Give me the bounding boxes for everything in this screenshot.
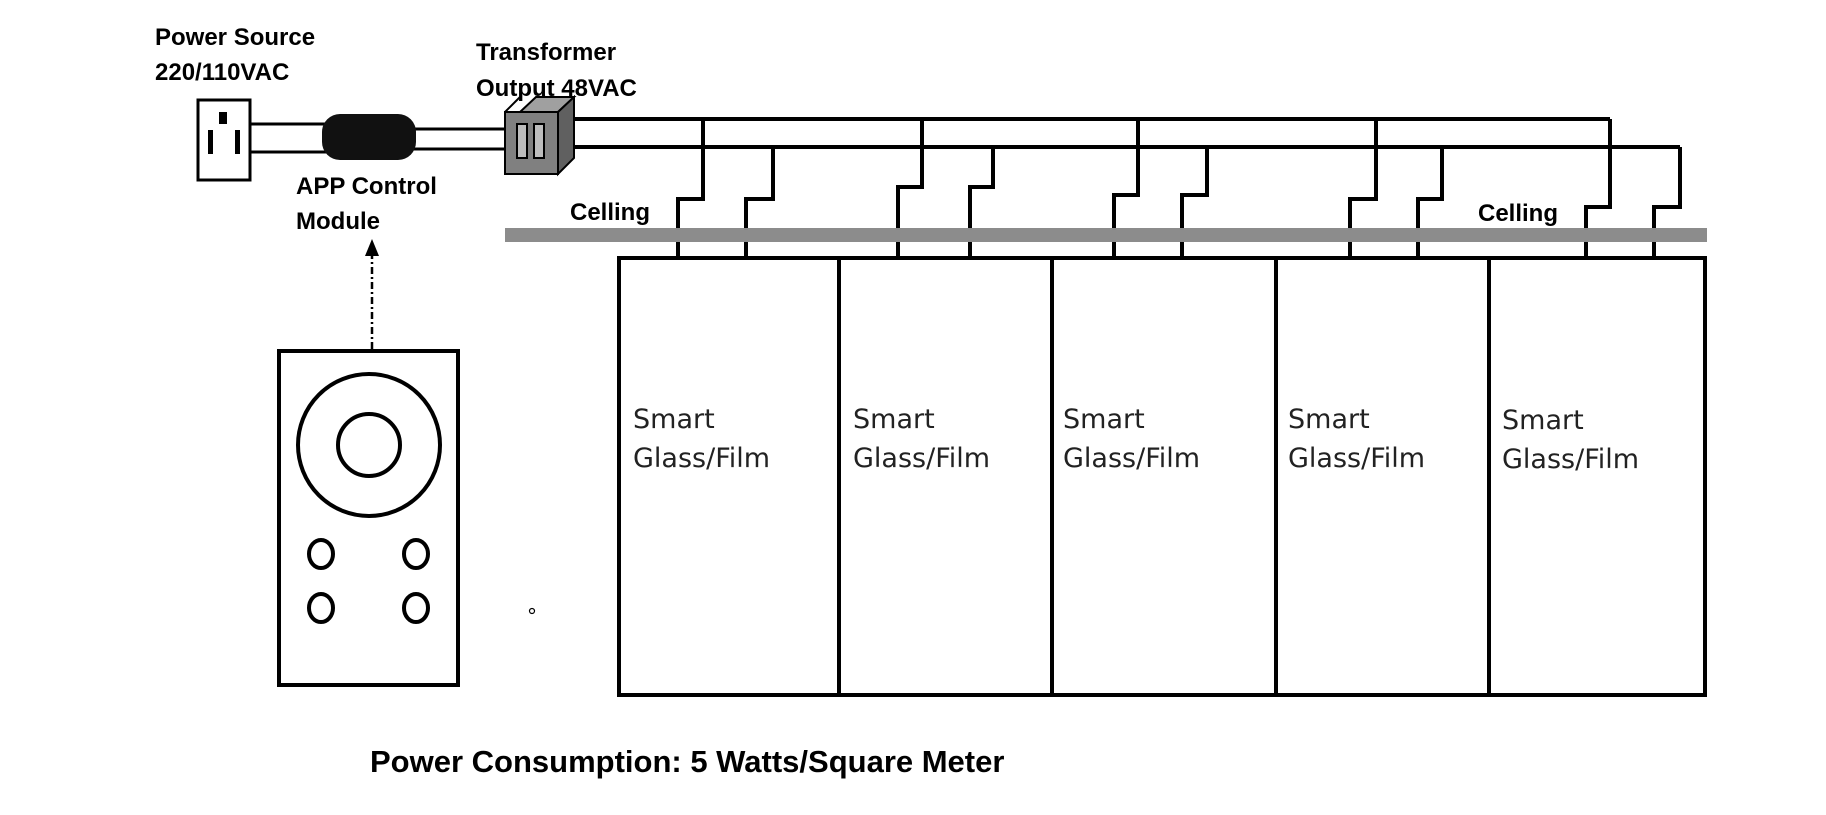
- ceiling-label-left: Celling: [570, 199, 650, 226]
- panel-3-label-line2: Glass/Film: [1063, 443, 1200, 474]
- panel-2-label-line2: Glass/Film: [853, 443, 990, 474]
- glass-panel-1: [617, 256, 841, 697]
- panel-1-label-line1: Smart: [633, 404, 715, 435]
- panel-5-label-line2: Glass/Film: [1502, 444, 1639, 475]
- wireless-signal-arrow: [365, 239, 379, 349]
- glass-panels: [617, 256, 1707, 697]
- app-control-label-line1: APP Control: [296, 173, 437, 200]
- glass-panel-4: [1274, 256, 1491, 697]
- app-control-label-line2: Module: [296, 208, 380, 235]
- glass-panel-2: [837, 256, 1054, 697]
- remote-controller-icon: [277, 349, 460, 687]
- panel-3-label-line1: Smart: [1063, 404, 1145, 435]
- power-outlet-icon: [196, 98, 252, 182]
- power-cord: [250, 122, 505, 154]
- app-control-module-icon: [322, 114, 416, 160]
- panel-4-label-line2: Glass/Film: [1288, 443, 1425, 474]
- ceiling-label-right: Celling: [1478, 200, 1558, 227]
- power-source-label-line2: 220/110VAC: [155, 59, 289, 86]
- transformer-label-line2: Output 48VAC: [476, 75, 637, 102]
- ceiling-bar: [505, 228, 1707, 242]
- stray-dot: [528, 607, 536, 615]
- panel-1-label-line2: Glass/Film: [633, 443, 770, 474]
- panel-4-label-line1: Smart: [1288, 404, 1370, 435]
- transformer-label-line1: Transformer: [476, 39, 616, 66]
- power-consumption-caption: Power Consumption: 5 Watts/Square Meter: [370, 744, 1004, 779]
- glass-panel-3: [1050, 256, 1278, 697]
- glass-panel-5: [1487, 256, 1707, 697]
- transformer-icon: [504, 94, 577, 177]
- power-source-label-line1: Power Source: [155, 24, 315, 51]
- panel-2-label-line1: Smart: [853, 404, 935, 435]
- main-bus-lines: [574, 117, 1680, 149]
- panel-5-label-line1: Smart: [1502, 405, 1584, 436]
- panel-labels: Smart Glass/Film Smart Glass/Film Smart …: [633, 404, 1639, 475]
